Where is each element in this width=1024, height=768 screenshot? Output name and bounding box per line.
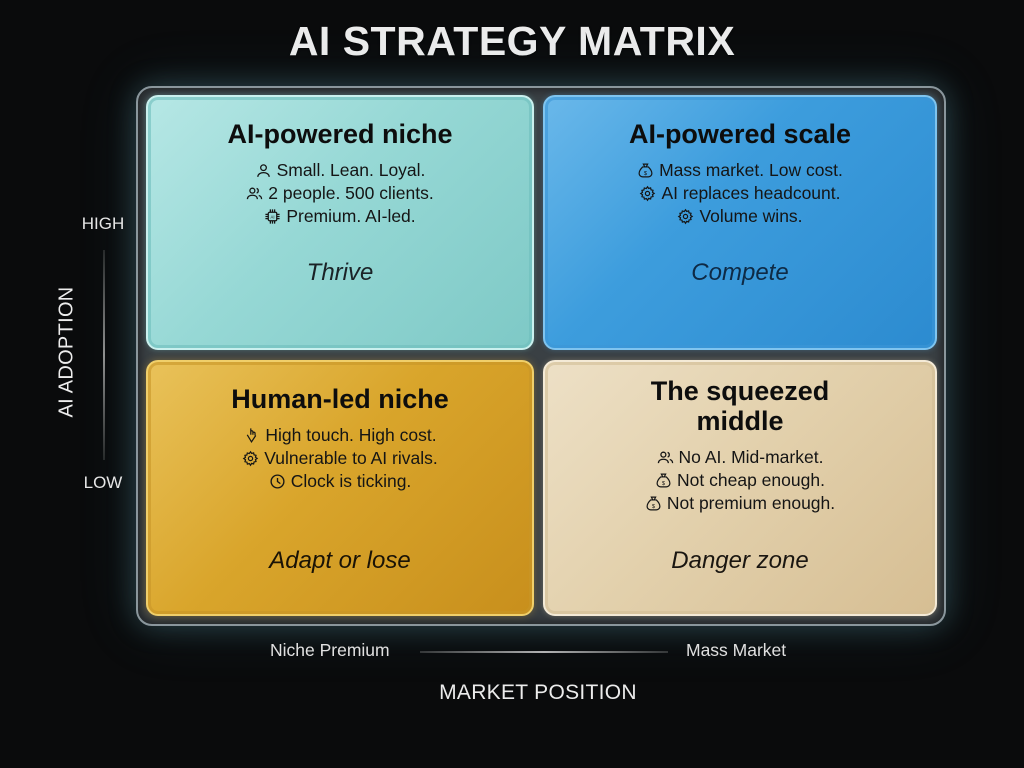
y-axis-title: AI ADOPTION <box>55 286 78 418</box>
gear-icon <box>640 185 656 202</box>
point-item: $ Not premium enough. <box>545 492 935 515</box>
quadrant-ai-powered-scale: AI-powered scale $ Mass market. Low cost… <box>543 95 937 350</box>
x-axis-left-label: Niche Premium <box>270 640 390 660</box>
y-axis-low-label: LOW <box>83 473 123 492</box>
hand-touch-icon <box>247 428 257 444</box>
svg-text:$: $ <box>644 171 648 177</box>
point-item: High touch. High cost. <box>148 424 532 447</box>
point-item: No AI. Mid-market. <box>545 446 935 469</box>
point-item: $ Mass market. Low cost. <box>545 159 935 182</box>
point-item: AI replaces headcount. <box>545 182 935 205</box>
quadrant-verdict: Thrive <box>306 259 374 286</box>
quadrant-squeezed-middle: The squeezed middle No AI. Mid-market. $… <box>543 360 937 616</box>
point-item: Volume wins. <box>545 205 935 228</box>
point-item: $ Not cheap enough. <box>545 469 935 492</box>
quadrant-points: No AI. Mid-market. $ Not cheap enough. $… <box>545 446 935 515</box>
gear-icon <box>242 450 259 467</box>
quadrant-verdict: Danger zone <box>671 547 809 574</box>
page-title: AI STRATEGY MATRIX <box>288 18 736 64</box>
point-item: AI Premium. AI-led. <box>148 205 532 228</box>
quadrant-title: AI-powered scale <box>628 119 852 149</box>
point-item: Small. Lean. Loyal. <box>148 159 532 182</box>
y-axis-line <box>103 250 105 460</box>
svg-text:$: $ <box>662 481 666 487</box>
quadrant-verdict: Compete <box>691 259 789 286</box>
quadrant-points: Small. Lean. Loyal. 2 people. 500 client… <box>148 159 532 228</box>
point-item: Vulnerable to AI rivals. <box>148 447 532 470</box>
quadrant-title: The squeezed middle <box>650 376 830 436</box>
person-icon <box>256 164 270 177</box>
people-icon <box>247 187 263 200</box>
x-axis-title: MARKET POSITION <box>439 681 637 704</box>
quadrant-points: $ Mass market. Low cost. AI replaces hea… <box>545 159 935 228</box>
money-bag-icon: $ <box>656 473 671 488</box>
quadrant-ai-powered-niche: AI-powered niche Small. Lean. Loyal. 2 p… <box>146 95 534 350</box>
x-axis-right-label: Mass Market <box>686 640 787 660</box>
quadrant-points: High touch. High cost. Vulnerable to AI … <box>148 424 532 493</box>
quadrant-title: AI-powered niche <box>227 119 453 149</box>
quadrant-human-led-niche: Human-led niche High touch. High cost. V… <box>146 360 534 616</box>
chip-icon: AI <box>265 209 280 224</box>
people-icon <box>657 451 673 464</box>
point-item: Clock is ticking. <box>148 470 532 493</box>
svg-text:AI: AI <box>271 214 275 219</box>
point-item: 2 people. 500 clients. <box>148 182 532 205</box>
money-bag-icon: $ <box>646 496 661 511</box>
x-axis-line <box>420 651 668 653</box>
gear-icon <box>678 208 694 225</box>
svg-text:$: $ <box>652 504 656 510</box>
clock-icon <box>270 474 285 489</box>
money-bag-icon: $ <box>638 163 653 178</box>
quadrant-title: Human-led niche <box>231 384 449 414</box>
y-axis-high-label: HIGH <box>81 214 125 233</box>
quadrant-verdict: Adapt or lose <box>269 547 411 574</box>
